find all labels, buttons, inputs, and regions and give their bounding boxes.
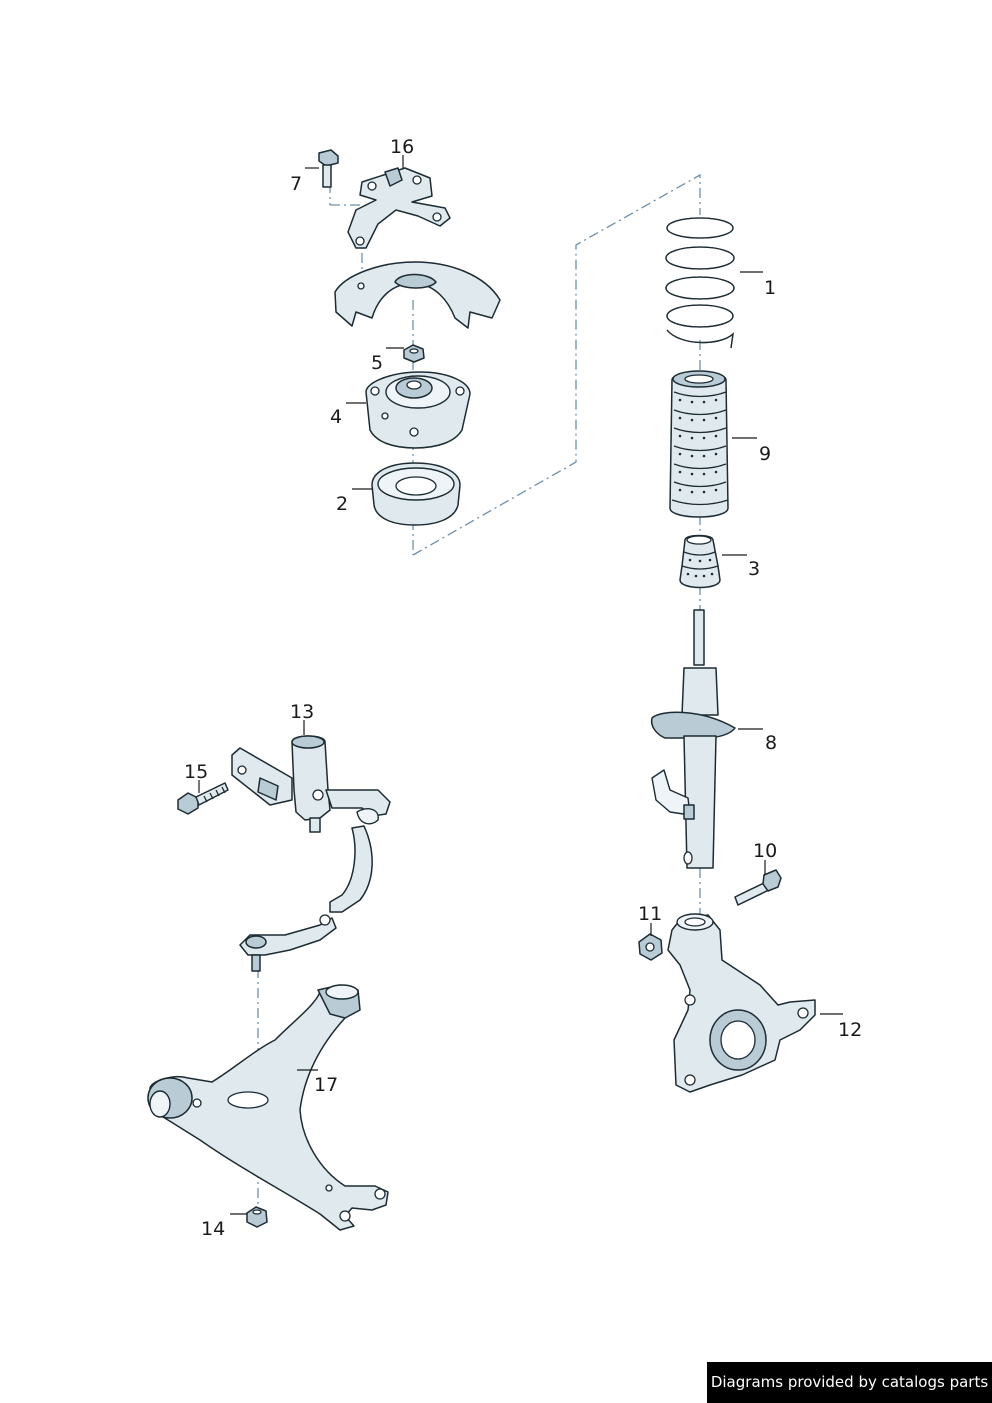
part-15-screw[interactable] (177, 782, 229, 815)
part-4-strut-mount[interactable] (365, 371, 471, 449)
part-7-bolt[interactable] (318, 149, 339, 188)
callout-17: 17 (314, 1074, 338, 1096)
part-12-steering-knuckle[interactable] (667, 913, 816, 1093)
callout-14: 14 (201, 1218, 225, 1240)
part-1-coil-spring[interactable] (665, 217, 735, 349)
callout-labels: 1 2 3 4 5 7 8 9 10 11 12 13 14 15 16 17 (184, 136, 862, 1240)
callout-5: 5 (371, 352, 383, 374)
credit-banner: Diagrams provided by catalogs parts (707, 1362, 992, 1403)
callout-leader-lines (198, 155, 843, 1215)
part-2-strut-bearing[interactable] (371, 462, 461, 526)
callout-9: 9 (759, 443, 771, 465)
callout-7: 7 (290, 173, 302, 195)
callout-13: 13 (290, 701, 314, 723)
callout-2: 2 (336, 493, 348, 515)
part-16-strut-bracket[interactable] (347, 167, 451, 249)
part-3-bump-stop[interactable] (679, 534, 721, 589)
callout-10: 10 (753, 840, 777, 862)
part-9-dust-bellows[interactable] (669, 370, 729, 518)
part-8-shock-absorber[interactable] (650, 609, 736, 869)
part-17-control-arm[interactable] (147, 984, 389, 1231)
assembly-axis-lines (257, 173, 701, 1210)
part-11-nut[interactable] (638, 933, 663, 961)
callout-4: 4 (330, 406, 342, 428)
callout-15: 15 (184, 761, 208, 783)
callout-11: 11 (638, 903, 662, 925)
callout-8: 8 (765, 732, 777, 754)
part-sensor-coupling-rod[interactable] (239, 914, 337, 972)
callout-12: 12 (838, 1019, 862, 1041)
callout-3: 3 (748, 558, 760, 580)
part-strut-cover-shield[interactable] (334, 261, 501, 329)
part-13-level-sensor[interactable] (231, 735, 391, 913)
callout-16: 16 (390, 136, 414, 158)
part-14-nut[interactable] (246, 1206, 268, 1228)
part-10-bolt[interactable] (734, 869, 782, 906)
callout-1: 1 (764, 277, 776, 299)
part-5-nut[interactable] (403, 344, 425, 363)
